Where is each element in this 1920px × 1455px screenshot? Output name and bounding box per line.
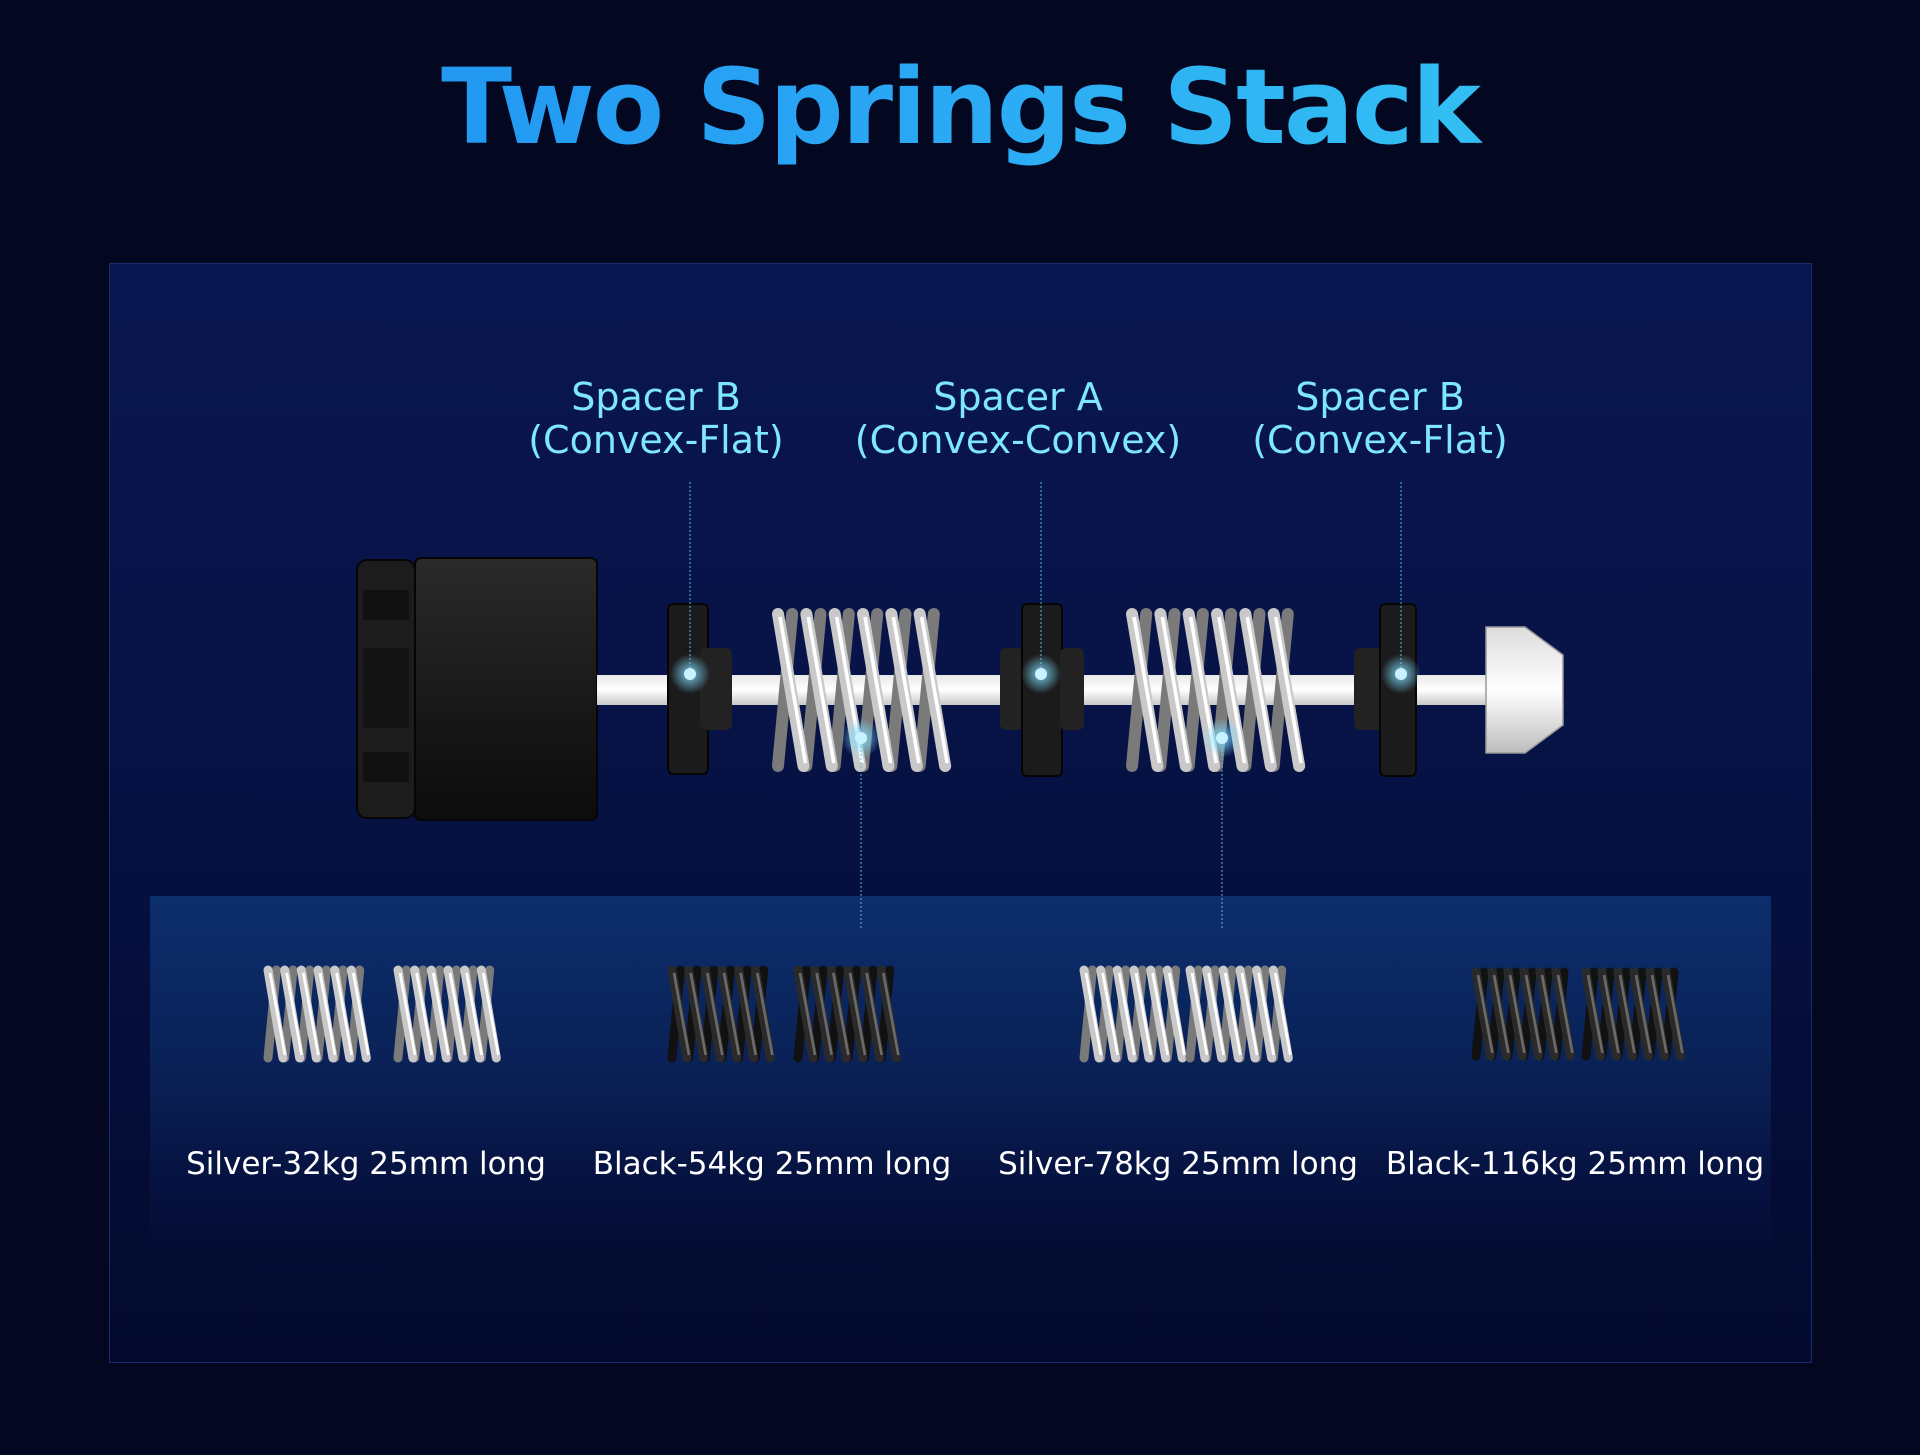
option-spring-1-2 <box>393 965 501 1063</box>
housing-body <box>356 557 598 821</box>
leader-lines <box>689 482 1402 928</box>
callout-spacer-a: Spacer A (Convex-Convex) <box>828 376 1208 462</box>
stack-spring-1-coils <box>772 608 952 772</box>
option-spring-2-1 <box>667 965 775 1063</box>
callout-spacer-b-left: Spacer B (Convex-Flat) <box>466 376 846 462</box>
spring-label-black-54kg: Black-54kg 25mm long <box>592 1146 952 1182</box>
end-cap <box>1485 626 1564 754</box>
spring-label-black-116kg: Black-116kg 25mm long <box>1385 1146 1765 1182</box>
page-title: Two Springs Stack <box>0 46 1920 168</box>
spring-label-silver-32kg: Silver-32kg 25mm long <box>186 1146 546 1182</box>
spring-options <box>263 965 1685 1063</box>
spring-label-silver-78kg: Silver-78kg 25mm long <box>998 1146 1358 1182</box>
diagram-panel <box>109 263 1812 1363</box>
option-spring-3-2 <box>1185 965 1293 1063</box>
callout-title: Spacer B <box>1295 375 1465 419</box>
stack-spring-1 <box>772 608 952 772</box>
option-spring-4-1 <box>1471 967 1575 1061</box>
spring-options-band <box>150 896 1771 1256</box>
callout-title: Spacer A <box>933 375 1103 419</box>
callout-subtitle: (Convex-Flat) <box>1252 418 1508 462</box>
marker-dots <box>670 654 1421 758</box>
option-spring-3-1 <box>1079 965 1187 1063</box>
option-spring-4-2 <box>1581 967 1685 1061</box>
callout-subtitle: (Convex-Convex) <box>854 418 1182 462</box>
option-spring-2-2 <box>793 965 901 1063</box>
callout-subtitle: (Convex-Flat) <box>528 418 784 462</box>
callout-title: Spacer B <box>571 375 741 419</box>
option-spring-1-1 <box>263 965 371 1063</box>
callout-spacer-b-right: Spacer B (Convex-Flat) <box>1190 376 1570 462</box>
